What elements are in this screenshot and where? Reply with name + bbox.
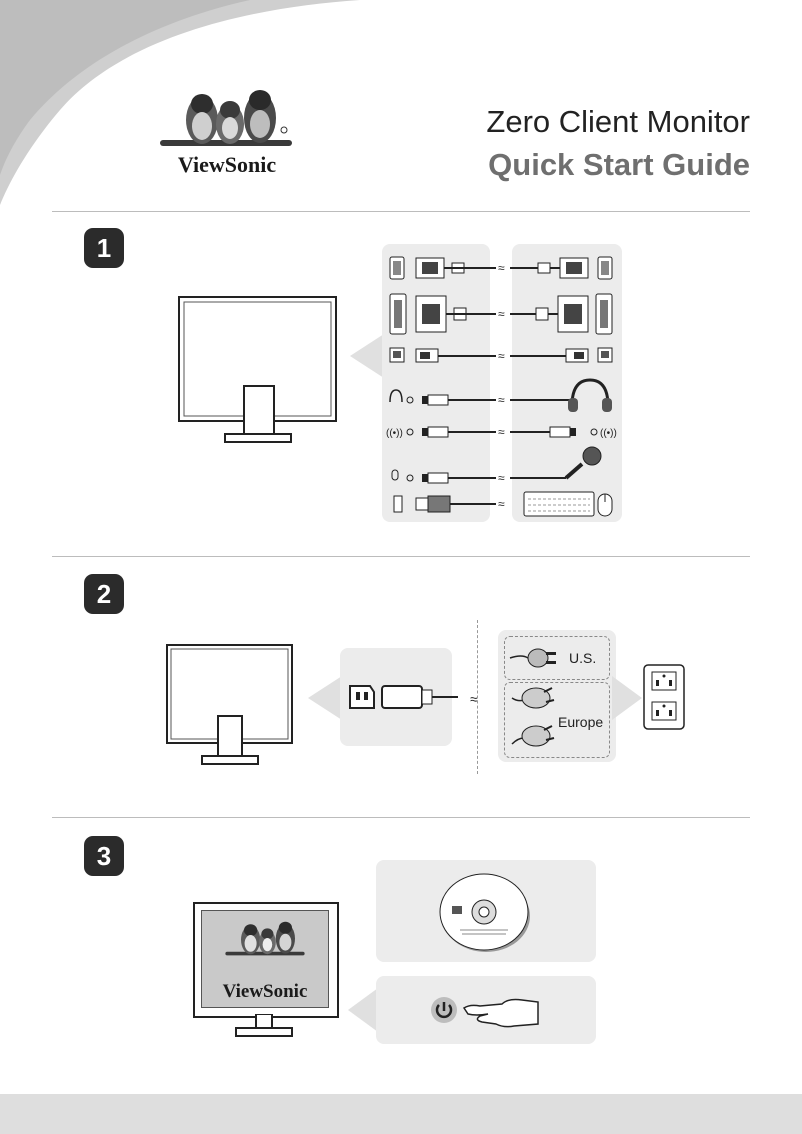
pointer-arrow — [308, 676, 342, 720]
ethernet-cable-row: ≈ — [389, 347, 613, 363]
viewsonic-birds-logo — [225, 921, 305, 956]
dvi-port-icon — [389, 293, 407, 335]
power-cord-icon: ≈ — [349, 685, 478, 709]
europe-plug-label: Europe — [558, 714, 604, 730]
microphone-icon — [564, 446, 602, 480]
svg-text:≈: ≈ — [498, 497, 505, 511]
microphone-cable-row: ≈ — [391, 446, 602, 485]
power-button-icon[interactable] — [430, 996, 458, 1024]
audio-line-jack-icon: ((•)) — [386, 428, 414, 439]
microphone-jack-icon — [391, 469, 414, 482]
brand-name: ViewSonic — [177, 152, 277, 177]
monitor-back-icon — [178, 296, 337, 443]
vga-port-icon — [389, 256, 405, 280]
screen-brand-text: ViewSonic — [222, 981, 308, 1002]
vga-cable-row: ≈ — [389, 256, 613, 280]
footer-bar — [0, 1094, 802, 1134]
svg-text:≈: ≈ — [498, 261, 505, 275]
headphones-icon — [568, 378, 612, 412]
headphone-jack-icon — [389, 389, 414, 404]
svg-text:≈: ≈ — [470, 691, 478, 707]
svg-text:≈: ≈ — [498, 471, 505, 485]
page-subtitle: Quick Start Guide — [488, 147, 750, 182]
europe-plug-icon — [511, 687, 555, 747]
svg-text:≈: ≈ — [498, 349, 505, 363]
pointer-arrow-right — [612, 676, 642, 720]
us-plug-box — [504, 636, 610, 680]
divider — [52, 556, 750, 557]
svg-text:≈: ≈ — [498, 307, 505, 321]
europe-plug-box — [504, 682, 610, 758]
monitor-screen: ViewSonic — [201, 910, 329, 1008]
usb-port-icon — [393, 495, 403, 513]
monitor-back-icon — [166, 644, 293, 765]
viewsonic-birds-logo — [160, 90, 292, 146]
pointer-arrow — [350, 334, 384, 378]
wall-outlet-icon — [643, 664, 685, 730]
monitor-front: ViewSonic — [193, 902, 339, 1018]
svg-text:≈: ≈ — [498, 425, 505, 439]
step-number: 2 — [84, 574, 124, 614]
us-plug-icon — [509, 648, 556, 668]
divider — [52, 817, 750, 818]
pointer-arrow — [348, 988, 378, 1032]
svg-text:((•)): ((•)) — [386, 428, 403, 439]
cd-disc-icon — [439, 873, 530, 952]
divider — [52, 211, 750, 212]
keyboard-icon — [523, 491, 595, 517]
page-title: Zero Client Monitor — [486, 104, 750, 139]
step-number: 1 — [84, 228, 124, 268]
headphone-cable-row: ≈ — [389, 378, 612, 412]
svg-text:≈: ≈ — [498, 393, 505, 407]
ethernet-port-icon — [389, 347, 405, 363]
usb-cable-row: ≈ — [393, 491, 613, 517]
step-number: 3 — [84, 836, 124, 876]
pointing-hand-icon — [462, 998, 539, 1028]
svg-text:((•)): ((•)) — [600, 428, 617, 439]
corner-swoosh — [0, 0, 360, 205]
mouse-icon — [597, 493, 613, 517]
monitor-stand — [235, 1014, 293, 1037]
dvi-cable-row: ≈ — [389, 293, 613, 335]
dashed-separator — [477, 620, 478, 774]
us-plug-label: U.S. — [569, 650, 597, 666]
audio-line-cable-row: ((•)) ≈ ((•)) — [386, 425, 617, 439]
